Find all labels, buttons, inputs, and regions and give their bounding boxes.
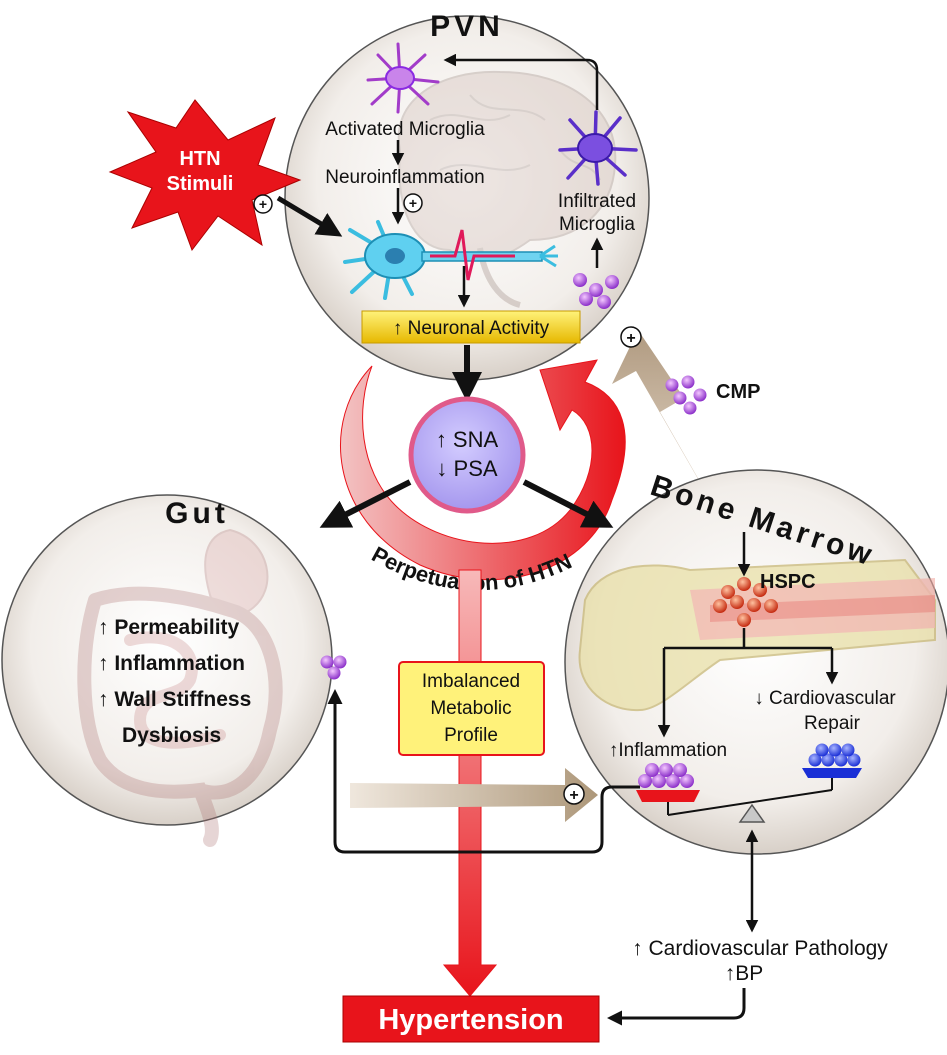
bone-marrow-to-gut-feedback-arrow bbox=[327, 689, 640, 854]
autonomic-balance-circle bbox=[408, 396, 526, 514]
activated-microglia-label: Activated Microglia bbox=[325, 119, 485, 140]
infiltrated-to-activated-arrow bbox=[443, 53, 599, 110]
bone-illustration bbox=[578, 558, 936, 712]
metabolic-profile-box bbox=[398, 661, 545, 756]
psa-label: ↓ PSA bbox=[436, 456, 497, 481]
hypertension-box bbox=[342, 995, 600, 1043]
activated-microglia-cell bbox=[366, 42, 440, 114]
cmp-plus-icon: + bbox=[620, 326, 642, 348]
neuroinflammation-label: Neuroinflammation bbox=[325, 167, 484, 188]
cardiovascular-repair-line2: Repair bbox=[804, 713, 861, 734]
infiltrated-microglia-label-line1: Infiltrated bbox=[558, 191, 636, 212]
stimuli-plus-icon: + bbox=[253, 194, 273, 214]
metabolic-line3: Profile bbox=[444, 725, 498, 746]
hspc-branch-lines bbox=[664, 628, 832, 650]
bp-to-hypertension-arrow bbox=[607, 988, 746, 1026]
repair-cells-pan bbox=[802, 743, 862, 778]
cmp-migration-arrow bbox=[612, 330, 722, 520]
gut-dysbiosis: Dysbiosis bbox=[122, 724, 221, 747]
inflammatory-cells-pan bbox=[636, 763, 700, 802]
pvn-infiltrating-cells bbox=[573, 273, 619, 309]
gut-permeability: ↑ Permeability bbox=[98, 616, 240, 639]
metabolic-line1: Imbalanced bbox=[422, 671, 520, 692]
gut-to-bone-marrow-plus-icon: + bbox=[563, 783, 585, 805]
htn-stimuli-label-line1: HTN bbox=[179, 148, 220, 170]
gut-inflammation: ↑ Inflammation bbox=[98, 652, 245, 675]
htn-stimuli-label-line2: Stimuli bbox=[167, 173, 234, 195]
sna-label: ↑ SNA bbox=[436, 427, 499, 452]
pvn-title: PVN bbox=[430, 10, 504, 43]
metabolic-line2: Metabolic bbox=[430, 698, 511, 719]
hypertension-down-arrow bbox=[442, 569, 498, 997]
perpetuation-arc bbox=[340, 359, 626, 581]
sna-to-gut-arrow bbox=[319, 479, 412, 528]
infiltrated-microglia-cell bbox=[558, 110, 638, 186]
svg-text:+: + bbox=[626, 330, 635, 347]
balance-scale bbox=[667, 773, 833, 823]
neuronal-activity-label: ↑ Neuronal Activity bbox=[393, 318, 550, 339]
svg-text:+: + bbox=[569, 787, 578, 804]
infiltrated-microglia-label-line2: Microglia bbox=[559, 214, 635, 235]
cardiovascular-repair-line1: ↓ Cardiovascular bbox=[754, 688, 896, 709]
neuroinflammation-plus-icon: + bbox=[403, 193, 423, 213]
svg-text:+: + bbox=[409, 195, 417, 211]
cardiovascular-pathology-label: ↑ Cardiovascular Pathology bbox=[632, 937, 888, 960]
neuronal-activity-box bbox=[361, 310, 581, 344]
cmp-cells bbox=[665, 375, 707, 415]
svg-text:+: + bbox=[259, 196, 267, 212]
neuron-cell bbox=[343, 220, 558, 300]
bp-label: ↑BP bbox=[725, 962, 764, 985]
sna-to-bone-marrow-arrow bbox=[522, 479, 614, 528]
gut-to-bone-marrow-arrow bbox=[350, 768, 598, 822]
stimuli-to-neuron-arrow bbox=[276, 195, 343, 237]
htn-stimuli-burst bbox=[108, 99, 302, 252]
gut-title: Gut bbox=[165, 497, 229, 530]
gut-immune-cells bbox=[320, 655, 347, 680]
hspc-label: HSPC bbox=[760, 571, 816, 593]
bm-inflammation-label: ↑Inflammation bbox=[609, 740, 727, 761]
intestine-illustration bbox=[77, 528, 283, 847]
hspc-cells bbox=[713, 577, 778, 627]
gut-wall-stiffness: ↑ Wall Stiffness bbox=[98, 688, 251, 711]
cmp-label: CMP bbox=[716, 381, 760, 403]
hypertension-label: Hypertension bbox=[378, 1004, 563, 1036]
